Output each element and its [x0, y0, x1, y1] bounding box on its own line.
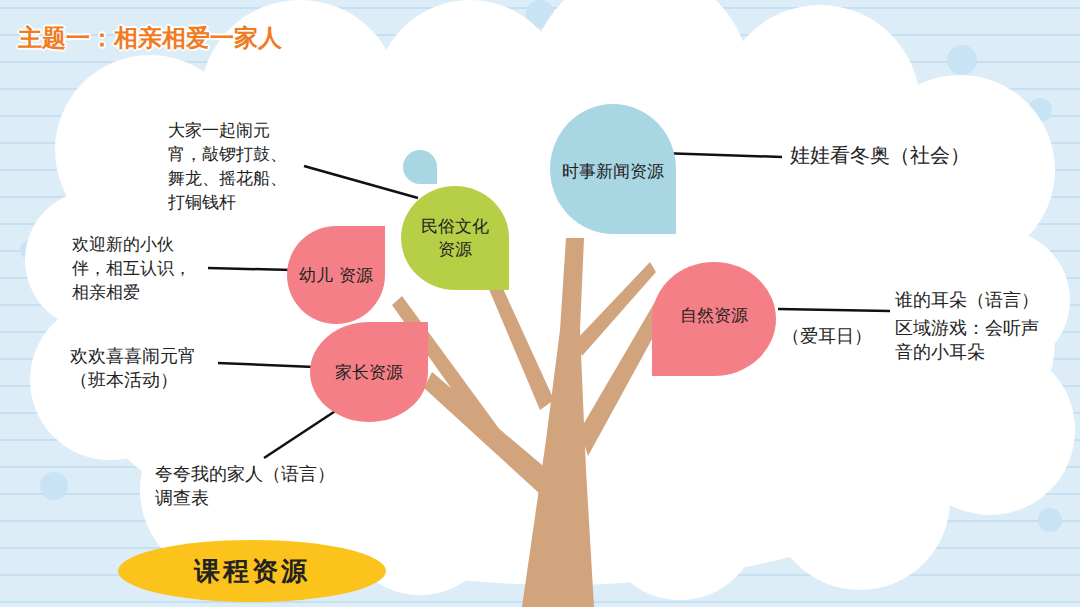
drop — [401, 186, 509, 290]
callout-text: 欢迎新的小伙 伴，相互认识， 相亲相爱 — [72, 232, 207, 304]
resource-drop: 家长资源 — [310, 322, 428, 422]
drop — [550, 104, 676, 234]
node-text: 民俗文化 资源 — [413, 215, 497, 261]
small-drop — [403, 150, 437, 184]
callout-text: 欢欢喜喜闹元宵 （班本活动） — [70, 344, 220, 392]
resource-drop: 幼儿 资源 — [287, 226, 385, 324]
node-text: 家长资源 — [335, 361, 403, 384]
ellipse — [118, 540, 386, 602]
caption-ellipse: 课程资源 — [118, 540, 386, 602]
callout-text: 大家一起闹元 宵，敲锣打鼓、 舞龙、摇花船、 打铜钱杆 — [168, 118, 308, 214]
drop — [287, 226, 385, 324]
node-text: 幼儿 资源 — [299, 264, 372, 287]
shape — [401, 186, 509, 290]
callout-text: 夸夸我的家人（语言） 调查表 — [155, 462, 355, 510]
resource-drop: 自然资源 — [652, 262, 776, 376]
callout-text: 娃娃看冬奥（社会） — [790, 143, 990, 167]
callout-text: 区域游戏：会听声 音的小耳朵 — [895, 316, 1065, 364]
node-text: 课程资源 — [194, 560, 310, 583]
node-text: 自然资源 — [680, 304, 748, 327]
callout-text: 谁的耳朵（语言） — [895, 288, 1075, 312]
resource-drop: 时事新闻资源 — [550, 104, 676, 234]
leader-lines — [208, 153, 890, 458]
drop — [652, 262, 776, 376]
tree — [392, 238, 668, 607]
resource-drop: 民俗文化 资源 — [401, 186, 509, 290]
callout-text: （爱耳日） — [782, 324, 892, 348]
title: 主题一：相亲相爱一家人 — [18, 22, 282, 54]
drop — [310, 322, 428, 422]
node-text: 时事新闻资源 — [562, 160, 664, 183]
